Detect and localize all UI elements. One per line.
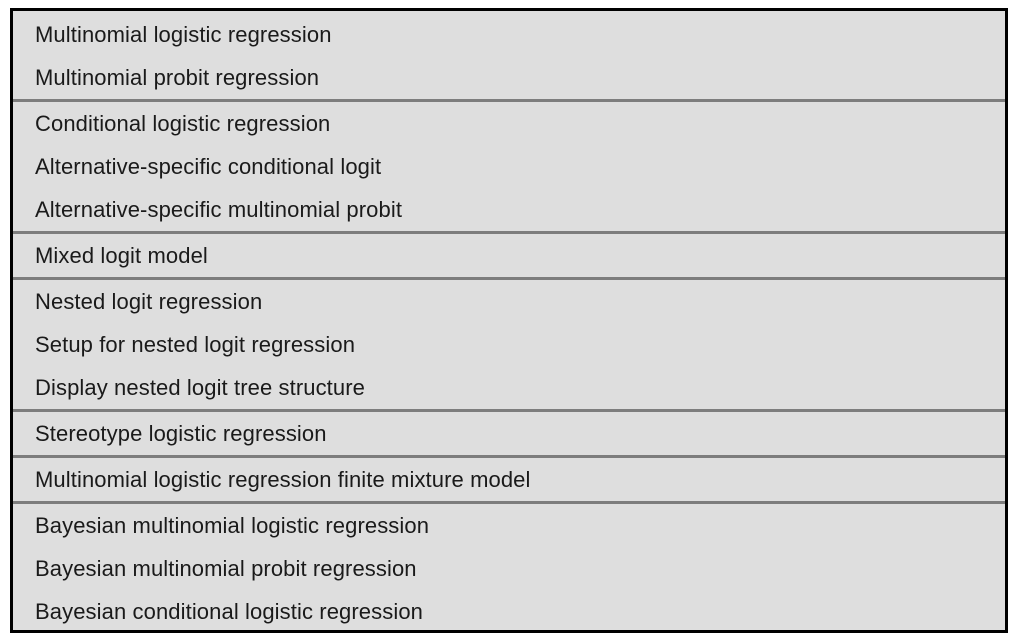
menu-item-multinomial-probit-regression[interactable]: Multinomial probit regression: [13, 56, 1005, 99]
menu-group: Multinomial logistic regression Multinom…: [13, 11, 1005, 102]
menu-item-conditional-logistic-regression[interactable]: Conditional logistic regression: [13, 102, 1005, 145]
menu-item-bayesian-multinomial-logistic-regression[interactable]: Bayesian multinomial logistic regression: [13, 504, 1005, 547]
menu-group: Mixed logit model: [13, 234, 1005, 280]
menu-item-setup-for-nested-logit-regression[interactable]: Setup for nested logit regression: [13, 323, 1005, 366]
menu-panel: Multinomial logistic regression Multinom…: [10, 8, 1008, 633]
menu-item-multinomial-logistic-regression-finite-mixture-model[interactable]: Multinomial logistic regression finite m…: [13, 458, 1005, 501]
menu-group: Multinomial logistic regression finite m…: [13, 458, 1005, 504]
menu-group: Bayesian multinomial logistic regression…: [13, 504, 1005, 630]
menu-item-bayesian-conditional-logistic-regression[interactable]: Bayesian conditional logistic regression: [13, 590, 1005, 630]
menu-group: Stereotype logistic regression: [13, 412, 1005, 458]
menu-item-bayesian-multinomial-probit-regression[interactable]: Bayesian multinomial probit regression: [13, 547, 1005, 590]
menu-item-alternative-specific-conditional-logit[interactable]: Alternative-specific conditional logit: [13, 145, 1005, 188]
menu-group: Nested logit regression Setup for nested…: [13, 280, 1005, 412]
menu-item-alternative-specific-multinomial-probit[interactable]: Alternative-specific multinomial probit: [13, 188, 1005, 231]
menu-item-nested-logit-regression[interactable]: Nested logit regression: [13, 280, 1005, 323]
menu-group: Conditional logistic regression Alternat…: [13, 102, 1005, 234]
menu-item-display-nested-logit-tree-structure[interactable]: Display nested logit tree structure: [13, 366, 1005, 409]
menu-item-mixed-logit-model[interactable]: Mixed logit model: [13, 234, 1005, 277]
menu-item-stereotype-logistic-regression[interactable]: Stereotype logistic regression: [13, 412, 1005, 455]
menu-item-multinomial-logistic-regression[interactable]: Multinomial logistic regression: [13, 11, 1005, 56]
